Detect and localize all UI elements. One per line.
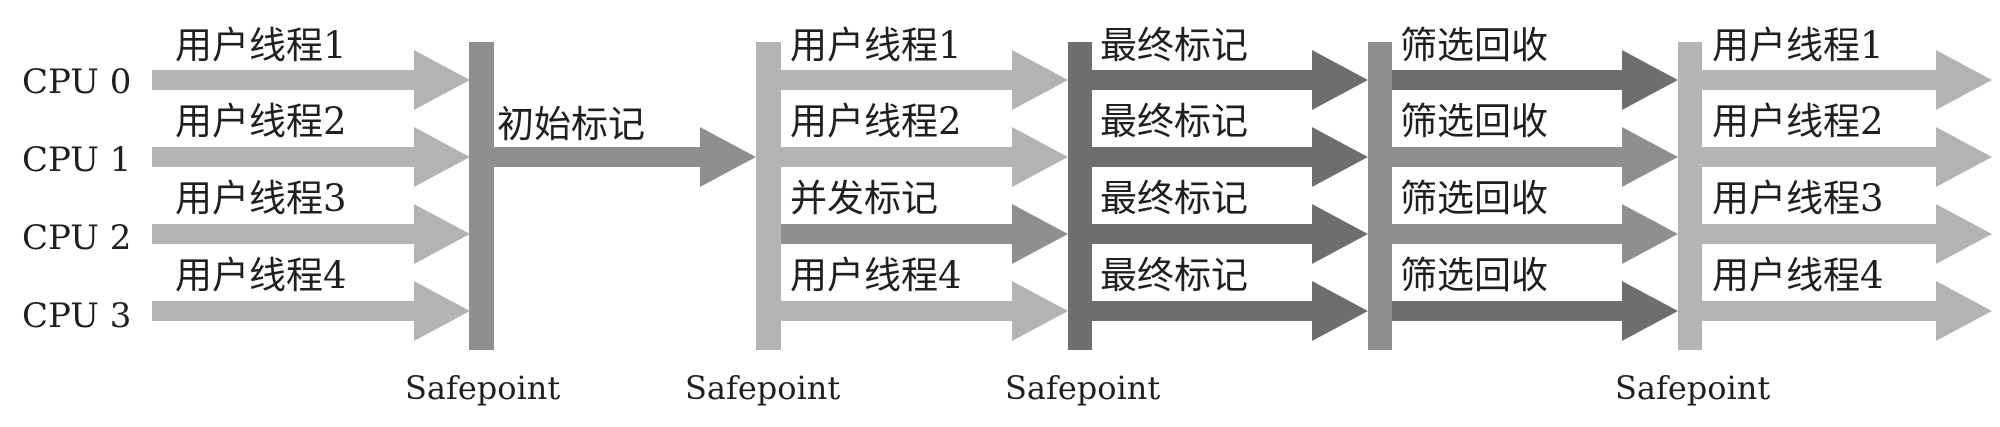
stage3-label-3: 用户线程4 [790, 254, 962, 297]
cpu-label-2: CPU 2 [22, 218, 132, 258]
evacuation-label-1: 筛选回收 [1400, 100, 1548, 143]
final-mark-label-2: 最终标记 [1100, 177, 1248, 220]
initial-mark-arrow [494, 127, 756, 187]
stage1-label-2: 用户线程3 [175, 177, 347, 220]
final-mark-arrow-2 [1092, 204, 1368, 264]
stage1-arrow-0 [152, 50, 470, 110]
stage6-arrow-3 [1702, 281, 1992, 341]
final-mark-arrow-0 [1092, 50, 1368, 110]
stage1-label-0: 用户线程1 [175, 24, 347, 67]
evacuation-label-3: 筛选回收 [1400, 254, 1548, 297]
stage3-arrow-2 [780, 204, 1068, 264]
initial-mark-label: 初始标记 [497, 103, 645, 146]
evacuation-arrow-2 [1392, 204, 1678, 264]
safepoint-label-2: Safepoint [685, 369, 841, 407]
stage6-arrow-1 [1702, 127, 1992, 187]
stage6-label-0: 用户线程1 [1712, 24, 1884, 67]
stage3-label-1: 用户线程2 [790, 100, 962, 143]
evacuation-arrow-1 [1392, 127, 1678, 187]
stage1-arrow-2 [152, 204, 470, 264]
safepoint-bar-3 [1068, 42, 1092, 350]
evacuation-label-2: 筛选回收 [1400, 177, 1548, 220]
cpu-label-0: CPU 0 [22, 62, 132, 102]
stage6-label-1: 用户线程2 [1712, 100, 1884, 143]
cpu-label-3: CPU 3 [22, 296, 132, 336]
evacuation-arrow-3 [1392, 281, 1678, 341]
evacuation-arrow-0 [1392, 50, 1678, 110]
stage3-label-0: 用户线程1 [790, 24, 962, 67]
safepoint-label-1: Safepoint [405, 369, 561, 407]
stage1-arrow-1 [152, 127, 470, 187]
concurrent-mark-label: 并发标记 [790, 177, 938, 220]
safepoint-bar-2 [756, 42, 781, 350]
stage6-label-2: 用户线程3 [1712, 177, 1884, 220]
stage6-label-3: 用户线程4 [1712, 254, 1884, 297]
stage3-arrow-3 [780, 281, 1068, 341]
final-mark-label-0: 最终标记 [1100, 24, 1248, 67]
safepoint-bar-5 [1678, 42, 1702, 350]
evacuation-label-0: 筛选回收 [1400, 24, 1548, 67]
final-mark-arrow-1 [1092, 127, 1368, 187]
safepoint-label-4: Safepoint [1615, 369, 1771, 407]
stage6-arrow-0 [1702, 50, 1992, 110]
safepoint-label-3: Safepoint [1005, 369, 1161, 407]
safepoint-bar-1 [469, 42, 494, 350]
stage1-label-1: 用户线程2 [175, 100, 347, 143]
stage3-arrow-0 [780, 50, 1068, 110]
final-mark-arrow-3 [1092, 281, 1368, 341]
cpu-label-1: CPU 1 [22, 140, 132, 180]
safepoint-bar-4 [1368, 42, 1392, 350]
stage3-arrow-1 [780, 127, 1068, 187]
final-mark-label-1: 最终标记 [1100, 100, 1248, 143]
final-mark-label-3: 最终标记 [1100, 254, 1248, 297]
stage1-label-3: 用户线程4 [175, 254, 347, 297]
stage1-arrow-3 [152, 281, 470, 341]
stage6-arrow-2 [1702, 204, 1992, 264]
